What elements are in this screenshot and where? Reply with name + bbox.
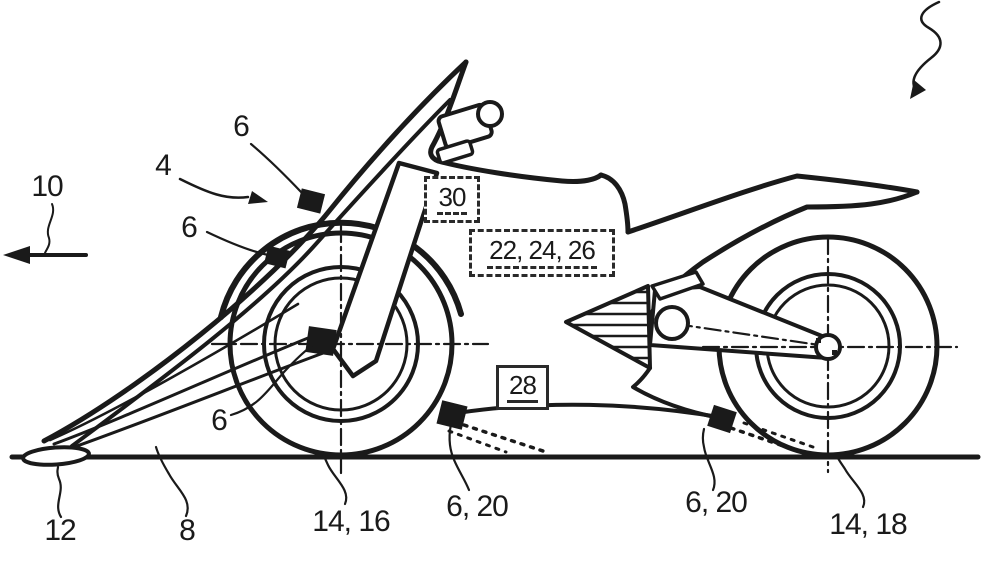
mid-joint-node [264,245,290,269]
ref-label-14-16: 14, 16 [312,505,390,538]
ref-label-6-20-rear: 6, 20 [685,486,748,519]
ref-label-6-upper: 6 [233,110,250,143]
ref-box-30: 30 [424,176,480,223]
ref-label-6-hub: 6 [211,404,228,437]
ref-label-6-mid: 6 [181,211,198,244]
lower-frame-member [436,400,815,454]
ref-box-28: 28 [496,365,549,410]
rear-hub [814,333,842,361]
leader-lines [56,142,866,519]
ref-label-14-18: 14, 18 [829,508,907,541]
ref-label-10: 10 [31,170,63,203]
frame-node-rear [707,404,737,434]
ref-box-22-24-26: 22, 24, 26 [469,229,615,277]
front-fork [330,160,440,379]
ski-runner [21,445,91,467]
upper-joint-node [296,188,326,214]
figure-reference-arrow [910,0,942,99]
ref-label-12: 12 [44,514,76,547]
ref-label-8: 8 [179,514,196,547]
ref-box-22-24-26-text: 22, 24, 26 [487,237,597,269]
pivot-plate [650,270,705,301]
ref-label-4: 4 [155,149,172,182]
ref-label-6-20-front: 6, 20 [446,490,509,523]
handlebar-grip [435,100,504,165]
front-hub-joint [305,326,337,356]
pointer-arrow-4 [178,177,268,204]
bar-end [476,100,504,128]
direction-arrow-left [3,203,88,264]
frame-node-front [436,400,468,430]
front-linkage-arms [41,59,469,454]
ref-box-30-text: 30 [436,183,468,216]
pivot-circle [654,305,690,341]
ref-box-28-text: 28 [507,371,538,404]
front-fender-arc [218,219,464,320]
